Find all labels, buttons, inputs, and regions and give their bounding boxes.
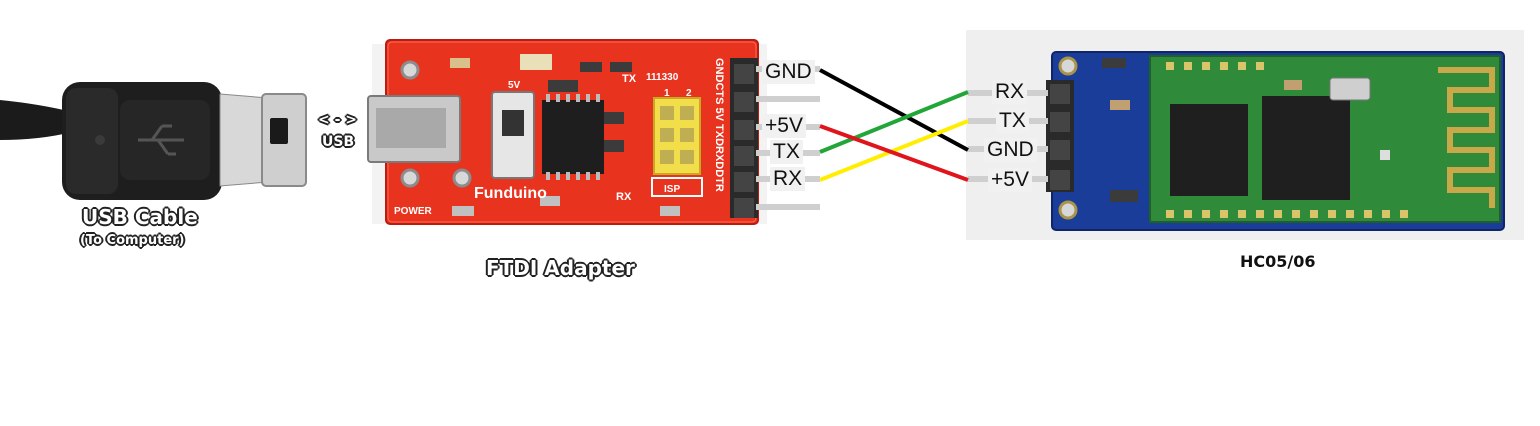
usb-cable bbox=[0, 82, 306, 200]
usb-cable-subtitle: (To Computer) bbox=[80, 233, 185, 248]
hc05-pin-rx-label: RX bbox=[992, 80, 1027, 104]
ftdi-pin-gnd-label: GND bbox=[762, 60, 815, 84]
ftdi-rx-text: RX bbox=[616, 191, 632, 203]
ftdi-pin-rx-label: RX bbox=[770, 167, 805, 191]
hc05-pin-5v-label: +5V bbox=[988, 168, 1032, 192]
wire-tx-to-rx bbox=[820, 92, 968, 152]
ftdi-jumper-1-text: 1 bbox=[664, 88, 670, 99]
ftdi-title: FTDI Adapter bbox=[486, 256, 635, 280]
ftdi-isp-text: ISP bbox=[664, 184, 680, 195]
wires bbox=[820, 70, 968, 180]
ftdi-board: Funduino POWER TX RX 111330 5V ISP 1 2 G… bbox=[368, 40, 820, 224]
ftdi-pin-tx-label: TX bbox=[770, 140, 803, 164]
wire-gnd bbox=[820, 70, 968, 150]
ftdi-power-text: POWER bbox=[394, 206, 433, 217]
ftdi-pin-5v-label: +5V bbox=[762, 114, 806, 138]
hc05-pin-gnd-label: GND bbox=[984, 138, 1037, 162]
usb-cable-title: USB Cable bbox=[82, 205, 198, 229]
ftdi-side-header-text: GNDCTS 5V TXDRXDDTR bbox=[713, 58, 725, 192]
ftdi-tx-text: TX bbox=[622, 73, 637, 85]
ftdi-5v-text: 5V bbox=[508, 80, 521, 91]
hc05-title: HC05/06 bbox=[1240, 252, 1316, 271]
usb-link-arrow: < - > bbox=[318, 112, 357, 128]
usb-link-label: USB bbox=[322, 134, 354, 150]
hc05-pin-tx-label: TX bbox=[996, 109, 1029, 133]
ftdi-jumper-2-text: 2 bbox=[686, 88, 692, 99]
ftdi-serial-text: 111330 bbox=[646, 72, 679, 83]
hc05-module bbox=[966, 30, 1524, 240]
ftdi-brand-text: Funduino bbox=[474, 185, 547, 202]
